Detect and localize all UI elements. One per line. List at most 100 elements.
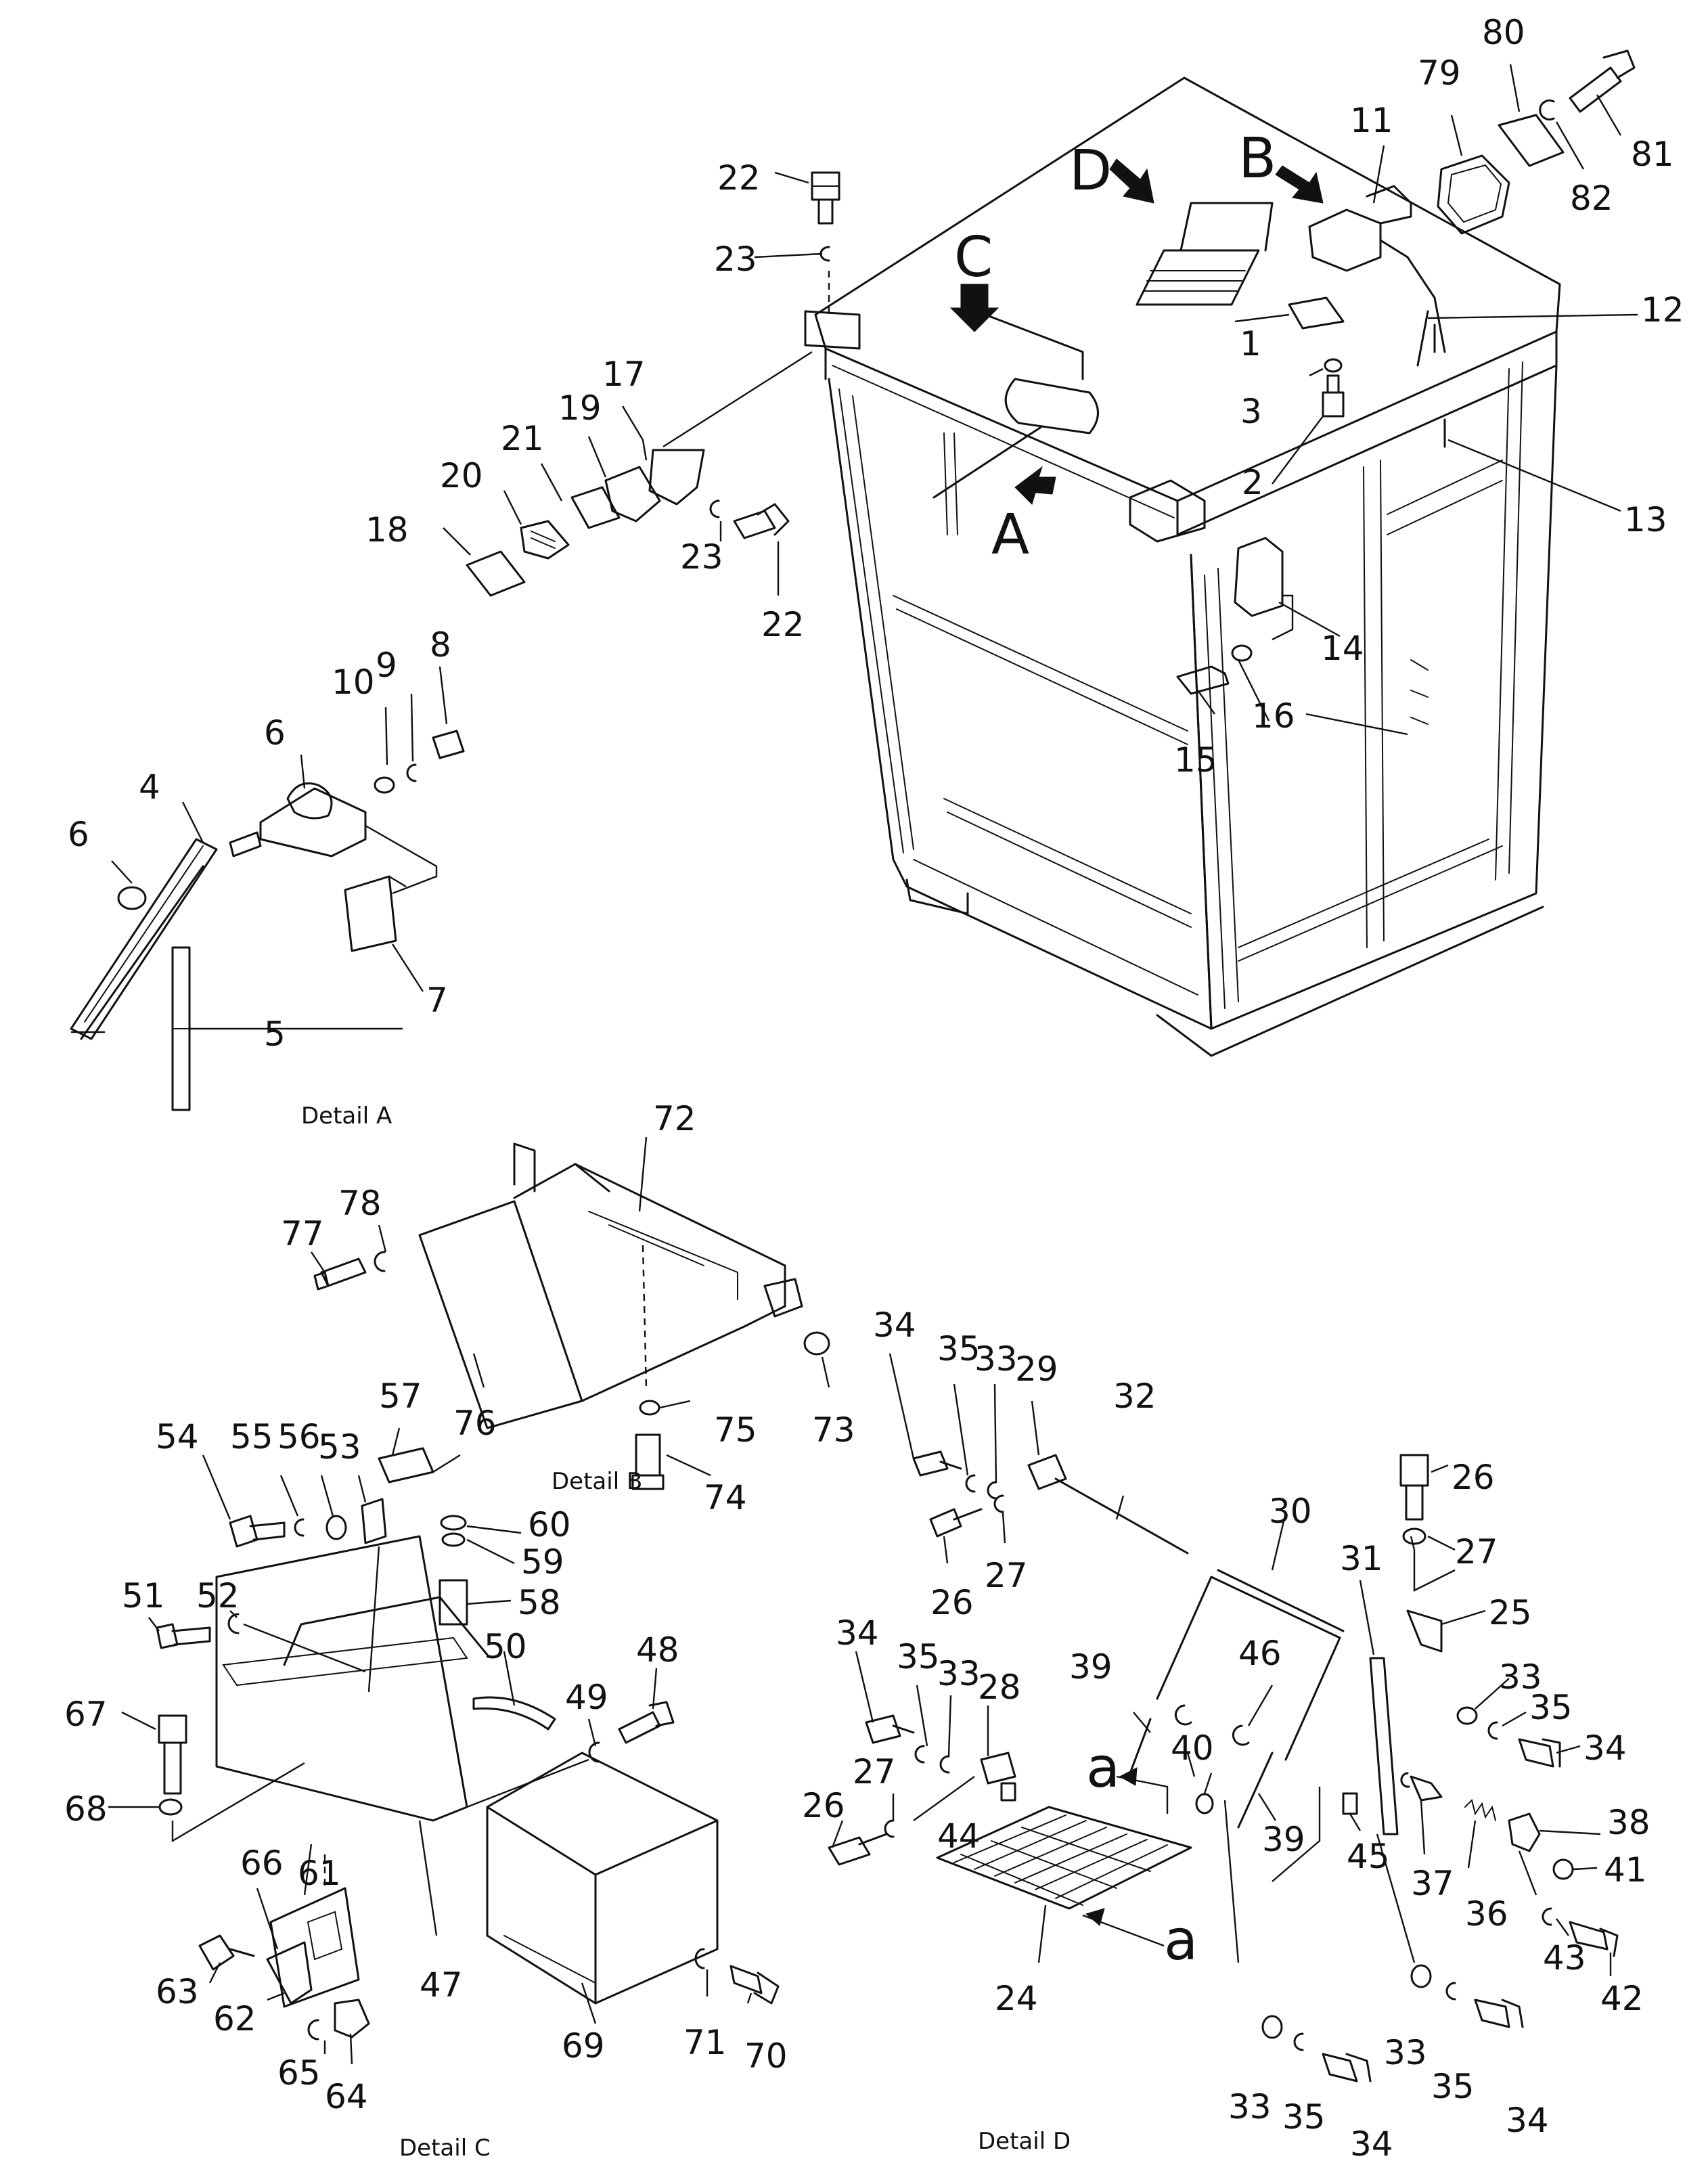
section-label-a-upper: a bbox=[1086, 1736, 1120, 1800]
part-39-rod-right bbox=[1237, 1752, 1274, 1829]
part-72-box bbox=[513, 1163, 786, 1402]
part-label: 67 bbox=[64, 1695, 108, 1734]
view-label-d: D bbox=[1069, 139, 1112, 203]
part-label: 78 bbox=[338, 1184, 382, 1223]
part-label: 59 bbox=[521, 1542, 564, 1582]
part-label: 44 bbox=[937, 1816, 981, 1856]
part-42-bolt bbox=[1569, 1921, 1619, 1957]
part-label: 27 bbox=[853, 1752, 896, 1791]
part-label: 31 bbox=[1340, 1539, 1383, 1578]
part-51-bolt bbox=[156, 1623, 211, 1649]
part-label: 18 bbox=[365, 510, 409, 550]
part-33-washer-b1 bbox=[1261, 2015, 1283, 2039]
part-label: 40 bbox=[1171, 1729, 1214, 1768]
part-label: 20 bbox=[440, 456, 483, 495]
part-label: 13 bbox=[1624, 500, 1667, 539]
part-79-gasket bbox=[1437, 154, 1510, 235]
arrow-a bbox=[1014, 466, 1056, 505]
arrow-c bbox=[949, 284, 999, 332]
part-label: 11 bbox=[1350, 101, 1393, 140]
cab-main-view bbox=[804, 76, 1561, 1057]
part-76-cover-plate bbox=[418, 1200, 583, 1429]
part-35-washer-top bbox=[965, 1474, 976, 1493]
part-2-bolt bbox=[1322, 374, 1345, 418]
wiper-mount-parts bbox=[466, 171, 840, 597]
wiper-motor-top bbox=[1004, 378, 1099, 434]
part-label: 75 bbox=[714, 1410, 757, 1450]
part-33-washer-left bbox=[939, 1755, 950, 1774]
part-19-frame bbox=[604, 466, 661, 522]
part-38-knob bbox=[1508, 1812, 1541, 1852]
part-label: 22 bbox=[761, 605, 805, 644]
part-label: 41 bbox=[1604, 1850, 1647, 1890]
part-label: 52 bbox=[196, 1576, 240, 1615]
part-label: 22 bbox=[717, 158, 761, 198]
part-label: 33 bbox=[1499, 1657, 1542, 1697]
part-label: 19 bbox=[558, 388, 602, 428]
part-label: 46 bbox=[1238, 1634, 1282, 1673]
part-label: 34 bbox=[1583, 1729, 1627, 1768]
part-label: 39 bbox=[1262, 1820, 1305, 1859]
part-34-bolt-b1 bbox=[1322, 2053, 1372, 2082]
part-label: 16 bbox=[1252, 696, 1295, 736]
part-60-washer bbox=[440, 1515, 467, 1531]
part-26-bolt-right bbox=[1399, 1454, 1429, 1521]
part-label: 36 bbox=[1465, 1894, 1508, 1934]
part-30-frame bbox=[1156, 1576, 1341, 1761]
part-label: 28 bbox=[978, 1668, 1021, 1707]
part-label: 34 bbox=[873, 1306, 916, 1345]
part-75-washer bbox=[639, 1400, 660, 1416]
part-label: 12 bbox=[1641, 290, 1684, 330]
part-32-rod bbox=[1054, 1477, 1189, 1555]
part-label: 69 bbox=[562, 2026, 605, 2066]
part-label: 7 bbox=[426, 981, 448, 1020]
part-56-washer bbox=[325, 1515, 347, 1540]
part-71-washer bbox=[694, 1948, 705, 1969]
view-label-a: A bbox=[991, 503, 1029, 567]
detail-b-harness-box bbox=[313, 1142, 830, 1490]
part-63-bolt bbox=[198, 1934, 255, 1971]
part-33-washer-right bbox=[1456, 1706, 1478, 1725]
part-41-ball bbox=[1552, 1858, 1574, 1880]
part-label: 9 bbox=[376, 646, 397, 685]
access-hatch bbox=[1136, 249, 1260, 306]
part-label: 45 bbox=[1347, 1837, 1390, 1876]
cab-roof-outline bbox=[814, 76, 1561, 502]
part-label: 3 bbox=[1240, 392, 1262, 431]
part-label: 71 bbox=[683, 2023, 727, 2062]
part-label: 33 bbox=[937, 1654, 981, 1693]
arrow-b bbox=[1275, 165, 1324, 204]
part-36-spring bbox=[1464, 1799, 1496, 1821]
part-40-washer bbox=[1195, 1793, 1214, 1814]
part-label: 27 bbox=[985, 1556, 1028, 1595]
part-label: 38 bbox=[1607, 1803, 1650, 1842]
part-label: 23 bbox=[714, 240, 757, 279]
part-label: 29 bbox=[1015, 1350, 1058, 1389]
part-label: 24 bbox=[995, 1979, 1038, 2018]
part-35-washer-b2 bbox=[1445, 1982, 1456, 2001]
part-50-handle bbox=[472, 1696, 556, 1731]
leader-lines bbox=[71, 64, 1638, 2065]
part-label: 8 bbox=[430, 625, 451, 665]
part-74-bolt bbox=[631, 1433, 665, 1490]
part-label: 74 bbox=[704, 1478, 747, 1517]
part-label: 72 bbox=[653, 1099, 696, 1138]
part-label: 66 bbox=[240, 1844, 284, 1883]
part-label: 26 bbox=[930, 1583, 974, 1622]
part-label: 33 bbox=[974, 1339, 1018, 1379]
part-27-washer-left bbox=[884, 1819, 895, 1838]
part-14-lamp bbox=[1234, 537, 1284, 617]
part-23-washer-mid bbox=[709, 499, 720, 518]
arrow-d bbox=[1109, 158, 1154, 204]
part-label: 68 bbox=[64, 1789, 108, 1829]
part-label: 60 bbox=[528, 1505, 571, 1544]
part-label: 32 bbox=[1113, 1377, 1156, 1416]
part-label: 77 bbox=[281, 1214, 324, 1253]
part-label: 80 bbox=[1482, 13, 1525, 52]
part-label: 55 bbox=[230, 1417, 273, 1456]
cab-hardware bbox=[1176, 49, 1636, 695]
part-label: 10 bbox=[332, 663, 375, 702]
part-label: 70 bbox=[744, 2036, 788, 2076]
caption-detail-d: Detail D bbox=[978, 2128, 1071, 2155]
